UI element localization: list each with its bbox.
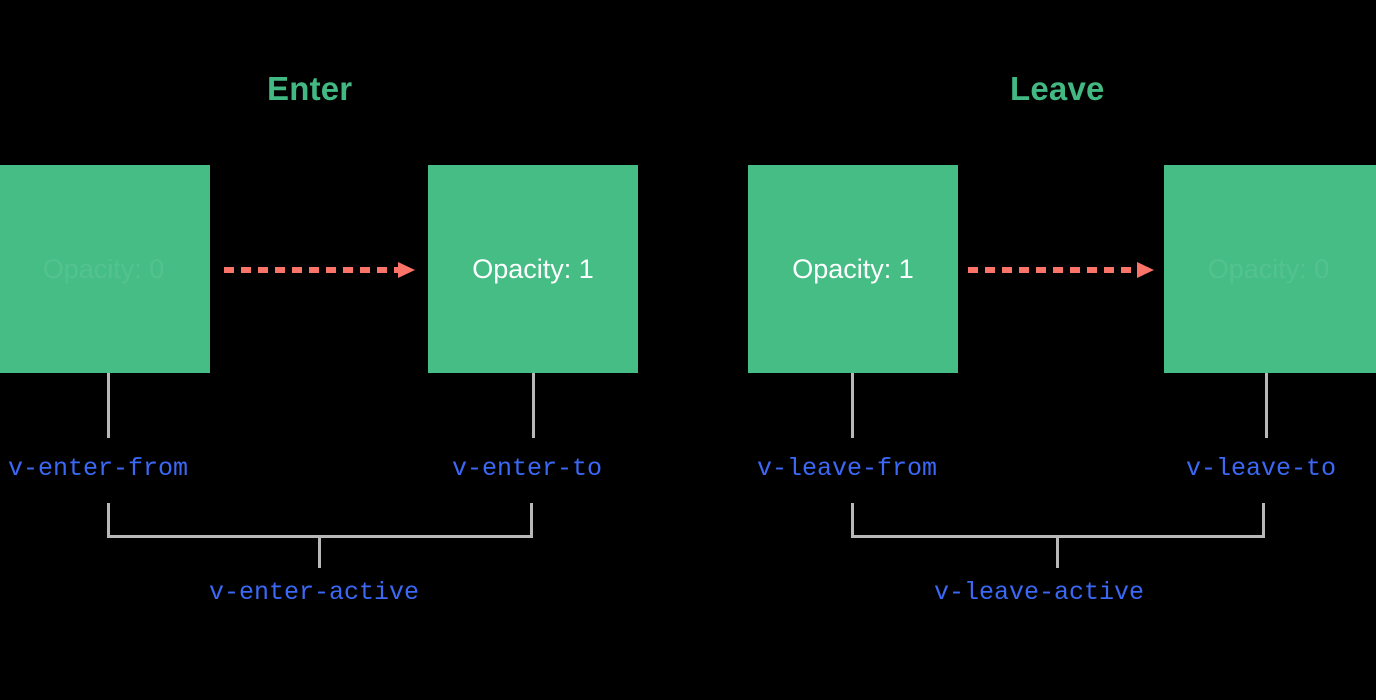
- leave-transition-arrow: [968, 262, 1154, 278]
- enter-bracket-left-arm: [107, 503, 110, 535]
- leave-bracket-right-arm: [1262, 503, 1265, 535]
- section-title-enter: Enter: [267, 70, 353, 107]
- leave-from-box-label: Opacity: 1: [792, 253, 914, 284]
- label-v-enter-active: v-enter-active: [209, 578, 420, 607]
- leave-bracket-bar: [851, 535, 1265, 538]
- section-title-leave: Leave: [1010, 70, 1105, 107]
- label-v-leave-active: v-leave-active: [934, 578, 1145, 607]
- leave-arrow-head: [1137, 262, 1154, 278]
- enter-bracket-right-arm: [530, 503, 533, 535]
- enter-bracket-stem: [318, 538, 321, 568]
- leave-to-connector: [1265, 373, 1268, 438]
- leave-bracket-stem: [1056, 538, 1059, 568]
- enter-to-connector: [532, 373, 535, 438]
- enter-from-box-label: Opacity: 0: [42, 253, 165, 284]
- leave-from-connector: [851, 373, 854, 438]
- leave-to-box-label: Opacity: 0: [1207, 253, 1330, 284]
- leave-from-box: Opacity: 1: [748, 165, 958, 373]
- enter-to-box: Opacity: 1: [428, 165, 638, 373]
- enter-from-connector: [107, 373, 110, 438]
- enter-arrow-shaft: [224, 267, 398, 273]
- enter-arrow-head: [398, 262, 415, 278]
- label-v-leave-from: v-leave-from: [757, 454, 938, 483]
- enter-bracket-bar: [107, 535, 533, 538]
- enter-from-box: Opacity: 0: [0, 165, 210, 373]
- leave-to-box: Opacity: 0: [1164, 165, 1376, 373]
- enter-to-box-label: Opacity: 1: [472, 253, 594, 284]
- label-v-leave-to: v-leave-to: [1186, 454, 1337, 483]
- leave-bracket-left-arm: [851, 503, 854, 535]
- enter-transition-arrow: [224, 262, 415, 278]
- leave-arrow-shaft: [968, 267, 1137, 273]
- label-v-enter-from: v-enter-from: [8, 454, 189, 483]
- label-v-enter-to: v-enter-to: [452, 454, 603, 483]
